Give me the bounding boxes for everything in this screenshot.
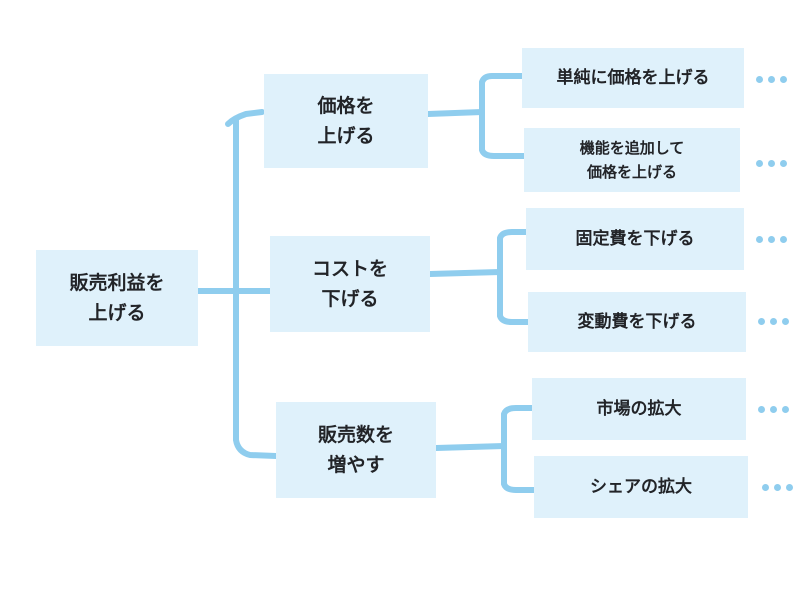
leaf-node-line: 変動費を下げる [577,312,697,332]
leaf-node-line: 単純に価格を上げる [556,68,710,88]
root-node: 販売利益を 上げる [36,250,198,346]
branch-node-line: 下げる [321,288,379,310]
root-node-line-2: 上げる [88,302,146,324]
ellipsis-icon [756,76,790,84]
branch-node-increase-sales: 販売数を 増やす [276,402,436,498]
leaf-node-variable-cost: 変動費を下げる [528,292,746,352]
leaf-node-simple-price-raise: 単純に価格を上げる [522,48,744,108]
branch-node-line: 上げる [317,125,375,147]
leaf-node-line: 固定費を下げる [575,229,695,249]
leaf-node-fixed-cost: 固定費を下げる [526,208,744,270]
leaf-node-line: 価格を上げる [586,163,677,181]
connector-branch-1 [425,73,529,159]
branch-node-cut-cost: コストを 下げる [270,236,430,332]
branch-node-line: 販売数を [317,424,394,446]
connector-branch-3 [433,405,539,493]
ellipsis-icon [756,236,790,244]
leaf-node-share-expansion: シェアの拡大 [534,456,748,518]
ellipsis-icon [756,160,790,168]
leaf-node-market-expansion: 市場の拡大 [532,378,746,440]
connector-spine [225,109,279,459]
leaf-node-line: 市場の拡大 [596,399,682,419]
branch-node-line: コストを [311,258,388,280]
branch-node-line: 増やす [327,454,385,476]
branch-node-raise-price: 価格を 上げる [264,74,428,168]
ellipsis-icon [762,484,796,492]
root-node-line-1: 販売利益を [69,272,165,294]
leaf-node-line: シェアの拡大 [590,477,692,497]
leaf-node-line: 機能を追加して [579,139,685,157]
ellipsis-icon [758,318,792,326]
leaf-node-add-features: 機能を追加して 価格を上げる [524,128,740,192]
ellipsis-icon [758,406,792,414]
branch-node-line: 価格を [317,95,375,117]
connector-branch-2 [427,229,533,325]
